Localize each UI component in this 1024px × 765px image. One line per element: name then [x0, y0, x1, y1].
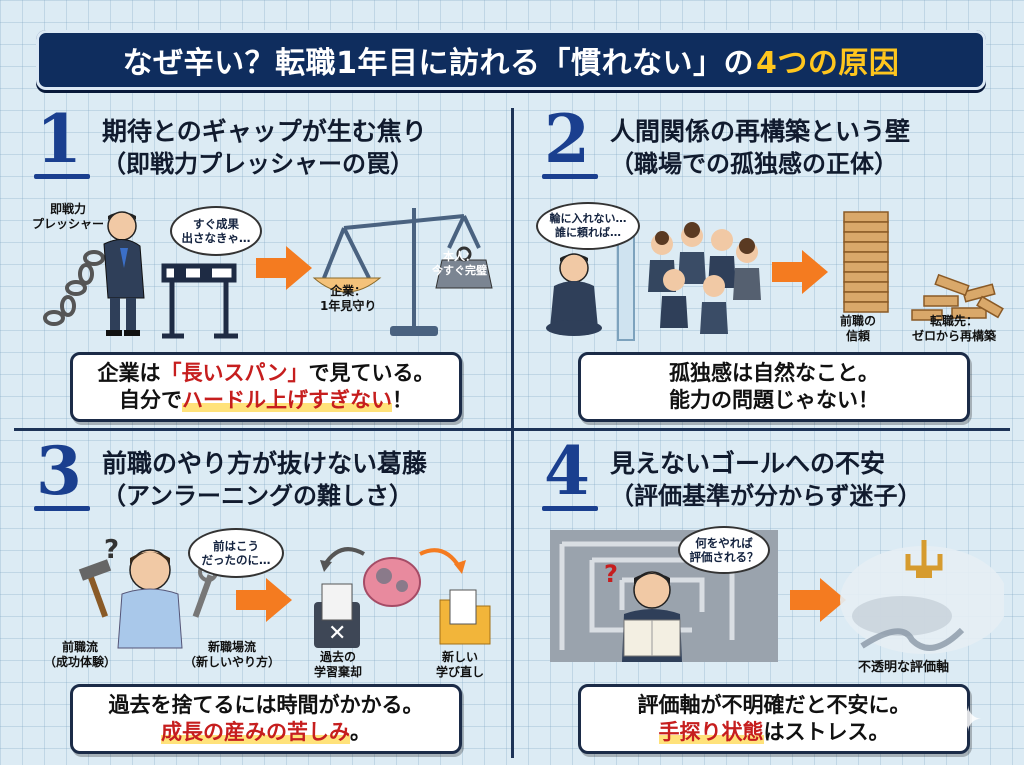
company-label: 企業： 1年見守り [320, 284, 377, 313]
prev-trust-label: 前職の 信頼 [840, 314, 877, 343]
self-label: 本人： 今すぐ完璧 [432, 250, 487, 277]
summary-text: 。 [350, 720, 371, 744]
maze-illustration: ? [550, 530, 1004, 662]
section-4: 4 見えないゴールへの不安 （評価基準が分からず迷子） ? 何をやれ [522, 436, 1014, 754]
section-subheading: （評価基準が分からず迷子） [610, 482, 922, 510]
section-number: 3 [36, 432, 82, 510]
pressure-illustration [43, 208, 493, 339]
section-number: 1 [36, 100, 82, 178]
summary-text: はストレス。 [763, 720, 890, 744]
thought-bubble: 何をやれば 評価される？ [678, 526, 770, 574]
summary-box: 企業は「長いスパン」で見ている。 自分でハードル上げすぎない！ [70, 352, 462, 422]
summary-box: 評価軸が不明確だと不安に。 手探り状態はストレス。 [578, 684, 970, 754]
summary-highlight: 手探り状態 [658, 720, 764, 744]
summary-text: 企業は [97, 360, 161, 385]
thought-bubble: 前はこう だったのに… [188, 528, 284, 578]
section-number: 4 [544, 432, 590, 510]
section-subheading: （職場での孤独感の正体） [610, 150, 898, 178]
section-number: 2 [544, 100, 590, 178]
section-subheading: （即戦力プレッシャーの罠） [102, 150, 414, 178]
section-1: 1 期待とのギャップが生む焦り （即戦力プレッシャーの罠） 即戦力 プレッシャー [14, 104, 506, 422]
summary-box: 過去を捨てるには時間がかかる。 成長の産みの苦しみ。 [70, 684, 462, 754]
horizontal-divider [14, 428, 1010, 431]
summary-text: 孤独感は自然なこと。 [669, 360, 879, 385]
illustration-isolation: 輪に入れない… 誰に頼れば… 前職の 信頼 転職先： ゼロから再構築 [532, 188, 1004, 346]
relearn-label: 新しい 学び直し [436, 650, 485, 679]
section-2: 2 人間関係の再構築という壁 （職場での孤独感の正体） [522, 104, 1014, 422]
summary-text: 過去を捨てるには時間がかかる。 [108, 692, 424, 717]
unlearning-illustration: ? ✕ [78, 535, 491, 649]
section-heading: 期待とのギャップが生む焦り [102, 117, 427, 146]
summary-highlight: 成長の産みの苦しみ [161, 720, 350, 744]
illustration-unlearning: ? ✕ [24, 520, 496, 679]
pressure-label: 即戦力 プレッシャー [32, 202, 105, 231]
new-trust-label: 転職先： ゼロから再構築 [912, 314, 997, 343]
section-heading: 前職のやり方が抜けない葛藤 [102, 449, 428, 478]
number-underline [34, 506, 90, 511]
summary-text: 自分で [119, 388, 182, 412]
thought-bubble: すぐ成果 出さなきゃ… [170, 206, 262, 256]
section-3: 3 前職のやり方が抜けない葛藤 （アンラーニングの難しさ） ? ✕ [14, 436, 506, 754]
new-way-label: 新職場流 （新しいやり方） [184, 640, 281, 669]
summary-highlight: 「長いスパン」 [160, 360, 309, 385]
number-underline [542, 174, 598, 179]
svg-text:?: ? [604, 560, 618, 588]
title-accent: 4つの原因 [756, 46, 900, 81]
illustration-pressure: 即戦力 プレッシャー [24, 188, 496, 346]
sparkle-icon: ✦ [954, 700, 983, 740]
section-subheading: （アンラーニングの難しさ） [102, 482, 414, 510]
section-heading: 見えないゴールへの不安 [610, 449, 886, 478]
svg-text:✕: ✕ [328, 621, 346, 646]
opaque-axis-label: 不透明な評価軸 [858, 660, 950, 675]
thought-bubble: 輪に入れない… 誰に頼れば… [536, 202, 640, 250]
section-heading: 人間関係の再構築という壁 [610, 117, 911, 146]
summary-text: 能力の問題じゃない！ [669, 388, 879, 412]
summary-text: 評価軸が不明確だと不安に。 [637, 692, 911, 717]
old-way-label: 前職流 （成功体験） [44, 640, 117, 669]
summary-highlight: ハードル上げすぎない [182, 388, 392, 412]
summary-text: ！ [392, 388, 413, 412]
unlearn-label: 過去の 学習棄却 [314, 650, 363, 679]
svg-text:?: ? [104, 535, 119, 565]
summary-box: 孤独感は自然なこと。 能力の問題じゃない！ [578, 352, 970, 422]
vertical-divider [511, 108, 514, 758]
illustration-maze: ? 何をやれば 評価される？ 不透明な評価軸 [532, 520, 1004, 678]
title-main: なぜ辛い？転職1年目に訪れる「慣れない」の [122, 46, 754, 81]
isolation-illustration [546, 211, 1004, 341]
number-underline [34, 174, 90, 179]
summary-text: で見ている。 [308, 360, 435, 385]
number-underline [542, 506, 598, 511]
